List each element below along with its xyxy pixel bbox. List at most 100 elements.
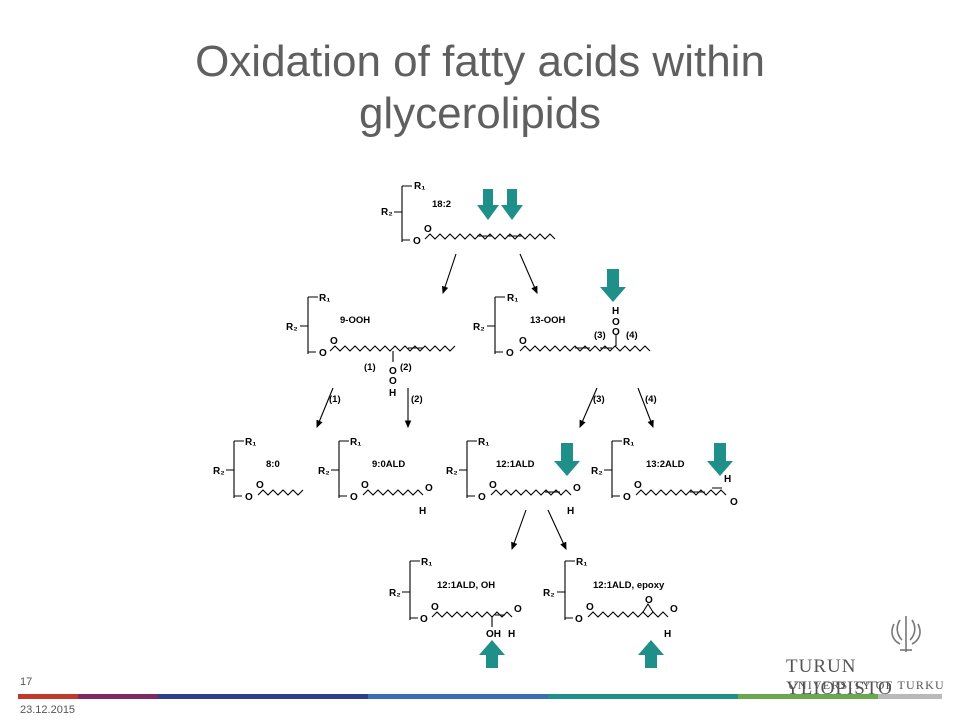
carbonyl-o-label: O bbox=[634, 480, 642, 491]
carbonyl-o-label: O bbox=[330, 336, 338, 347]
molecule-13-ooh bbox=[487, 296, 651, 354]
r1-label: R₁ bbox=[507, 293, 518, 304]
r2-label: R₂ bbox=[591, 466, 603, 477]
highlight-arrow-down bbox=[501, 189, 523, 220]
aldehyde-h-label: H bbox=[724, 474, 731, 485]
r2-label: R₂ bbox=[446, 466, 458, 477]
peroxide-o-label: O bbox=[612, 327, 620, 338]
r2-label: R₂ bbox=[473, 322, 485, 333]
ester-o-label: O bbox=[319, 348, 327, 359]
ester-o-label: O bbox=[420, 614, 428, 625]
aldehyde-h-label: H bbox=[508, 629, 515, 640]
label-9-0ald: 9:0ALD bbox=[372, 459, 405, 470]
molecule-12-1ald-oh bbox=[402, 560, 513, 627]
molecule-8-0 bbox=[226, 440, 304, 498]
label-9-ooh: 9-OOH bbox=[340, 315, 370, 326]
arrow-label-3: (3) bbox=[593, 394, 605, 405]
molecule-9-ooh bbox=[300, 296, 456, 362]
university-logo: TURUN YLIOPISTO UNIVERSITY OF TURKU bbox=[780, 612, 945, 699]
r2-label: R₂ bbox=[381, 207, 393, 218]
r2-label: R₂ bbox=[213, 466, 225, 477]
reaction-arrow bbox=[547, 509, 567, 550]
label-8-0: 8:0 bbox=[266, 459, 280, 470]
r1-label: R₁ bbox=[576, 557, 587, 568]
aldehyde-h-label: H bbox=[664, 629, 671, 640]
arrow-label-4: (4) bbox=[645, 394, 657, 405]
aldehyde-o-label: O bbox=[573, 483, 581, 494]
carbonyl-o-label: O bbox=[586, 602, 594, 613]
ester-o-label: O bbox=[245, 492, 253, 503]
hydroxyl-label: OH bbox=[486, 629, 501, 640]
r2-label: R₂ bbox=[389, 588, 401, 599]
aldehyde-o-label: O bbox=[514, 604, 522, 615]
ester-o-label: O bbox=[478, 492, 486, 503]
footer-color-segment bbox=[738, 694, 878, 699]
label-12-1ald-oh: 12:1ALD, OH bbox=[437, 580, 495, 591]
molecule-13-2ald bbox=[604, 440, 727, 498]
highlight-arrow-up bbox=[479, 640, 505, 668]
logo-line-1: TURUN YLIOPISTO bbox=[786, 656, 893, 699]
peroxide-o-label: O bbox=[389, 366, 397, 377]
carbonyl-o-label: O bbox=[256, 480, 264, 491]
aldehyde-h-label: H bbox=[419, 506, 426, 517]
footer-color-bar bbox=[18, 694, 942, 699]
r1-label: R₁ bbox=[623, 437, 634, 448]
footer-color-segment bbox=[548, 694, 738, 699]
logo-line-2: UNIVERSITY OF TURKU bbox=[788, 678, 945, 692]
carbonyl-o-label: O bbox=[519, 336, 527, 347]
slide-date: 23.12.2015 bbox=[20, 704, 76, 716]
reaction-arrow bbox=[579, 387, 598, 429]
label-18-2: 18:2 bbox=[432, 199, 451, 210]
label-12-1ald-epoxy: 12:1ALD, epoxy bbox=[593, 580, 665, 591]
r1-label: R₁ bbox=[245, 437, 256, 448]
ester-o-label: O bbox=[623, 492, 631, 503]
peroxide-o-label: O bbox=[389, 376, 397, 387]
highlight-arrow-up bbox=[638, 640, 664, 668]
r1-label: R₁ bbox=[414, 181, 425, 192]
peroxide-h-label: H bbox=[612, 306, 619, 317]
r2-label: R₂ bbox=[286, 322, 298, 333]
arrow-label-2: (2) bbox=[411, 394, 423, 405]
label-12-1ald: 12:1ALD bbox=[496, 459, 535, 470]
arrow-label-1: (1) bbox=[329, 394, 341, 405]
footer-color-segment bbox=[18, 694, 78, 699]
peroxide-h-label: H bbox=[389, 388, 396, 399]
highlight-arrows bbox=[477, 189, 733, 668]
ester-o-label: O bbox=[413, 236, 421, 247]
label-13-2ald: 13:2ALD bbox=[646, 459, 685, 470]
peroxide-o-label: O bbox=[612, 317, 620, 328]
slide-title: Oxidation of fatty acids within glycerol… bbox=[80, 36, 880, 140]
footer-color-segment bbox=[158, 694, 368, 699]
reaction-arrow bbox=[441, 253, 457, 295]
reaction-arrow bbox=[316, 387, 334, 429]
r2-label: R₂ bbox=[318, 466, 330, 477]
label-13-ooh: 13-OOH bbox=[530, 315, 566, 326]
carbonyl-o-label: O bbox=[489, 480, 497, 491]
molecule-18-2 bbox=[394, 185, 556, 242]
r1-label: R₁ bbox=[478, 437, 489, 448]
highlight-arrow-down bbox=[600, 269, 626, 302]
r2-label: R₂ bbox=[543, 588, 555, 599]
ester-o-label: O bbox=[350, 492, 358, 503]
r1-label: R₁ bbox=[421, 557, 432, 568]
slide-title-line2: glycerolipids bbox=[358, 89, 602, 138]
cleavage-label-4: (4) bbox=[626, 330, 638, 341]
torch-emblem-icon bbox=[891, 616, 921, 652]
slide-title-line1: Oxidation of fatty acids within bbox=[195, 37, 765, 86]
cleavage-label-2: (2) bbox=[400, 362, 412, 373]
molecule-12-1ald-epoxy bbox=[557, 560, 669, 620]
aldehyde-h-label: H bbox=[567, 506, 574, 517]
r1-label: R₁ bbox=[350, 437, 361, 448]
slide-number: 17 bbox=[20, 676, 33, 688]
reaction-arrow bbox=[637, 387, 654, 429]
highlight-arrow-down bbox=[707, 443, 733, 476]
ester-o-label: O bbox=[506, 348, 514, 359]
carbonyl-o-label: O bbox=[424, 224, 432, 235]
highlight-arrow-down bbox=[477, 189, 499, 220]
carbonyl-o-label: O bbox=[431, 602, 439, 613]
molecule-9-0ald bbox=[331, 440, 424, 498]
reaction-arrow bbox=[519, 253, 538, 295]
footer-color-segment bbox=[78, 694, 158, 699]
aldehyde-o-label: O bbox=[670, 604, 678, 615]
